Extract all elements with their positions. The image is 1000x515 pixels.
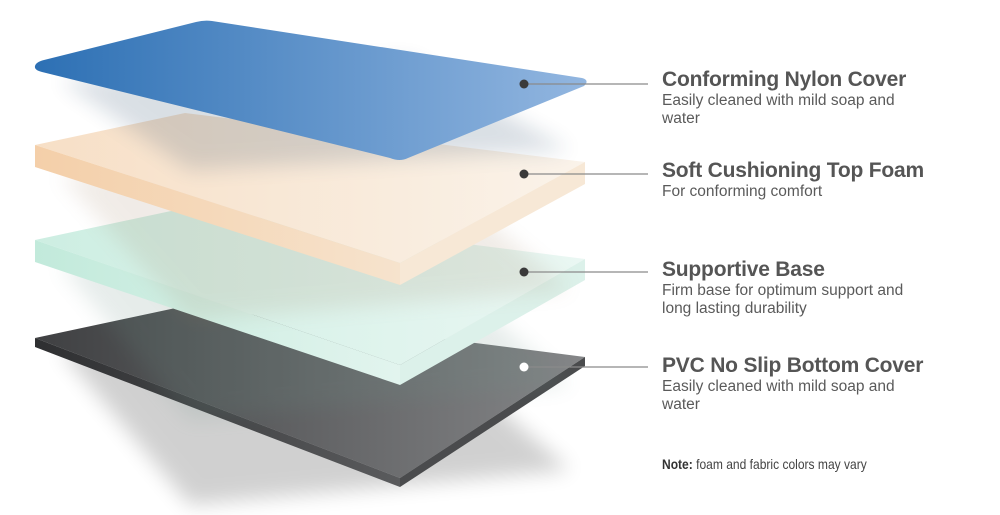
label-supportive-base: Supportive Base Firm base for optimum su… xyxy=(662,258,992,318)
label-title: PVC No Slip Bottom Cover xyxy=(662,354,924,377)
label-description: Firm base for optimum support and long l… xyxy=(662,282,904,317)
label-title: Conforming Nylon Cover xyxy=(662,68,907,91)
layer-nylon-cover xyxy=(34,20,587,170)
leader-line-supportive-base xyxy=(519,267,648,277)
label-title: Supportive Base xyxy=(662,258,825,281)
note-label: Note: xyxy=(662,456,693,472)
leader-line-nylon-cover xyxy=(519,79,648,89)
label-description: Easily cleaned with mild soap and water xyxy=(662,378,895,413)
colors-note: Note: foam and fabric colors may vary xyxy=(662,456,867,472)
note-text: foam and fabric colors may vary xyxy=(692,456,867,472)
leader-line-top-foam xyxy=(519,169,648,179)
label-description: Easily cleaned with mild soap and water xyxy=(662,92,895,127)
label-pvc-bottom-cover: PVC No Slip Bottom Cover Easily cleaned … xyxy=(662,354,992,414)
leader-line-pvc-bottom xyxy=(519,362,648,372)
label-title: Soft Cushioning Top Foam xyxy=(662,159,924,182)
label-nylon-cover: Conforming Nylon Cover Easily cleaned wi… xyxy=(662,68,992,128)
label-description: For conforming comfort xyxy=(662,183,823,200)
label-top-foam: Soft Cushioning Top Foam For conforming … xyxy=(662,159,992,201)
